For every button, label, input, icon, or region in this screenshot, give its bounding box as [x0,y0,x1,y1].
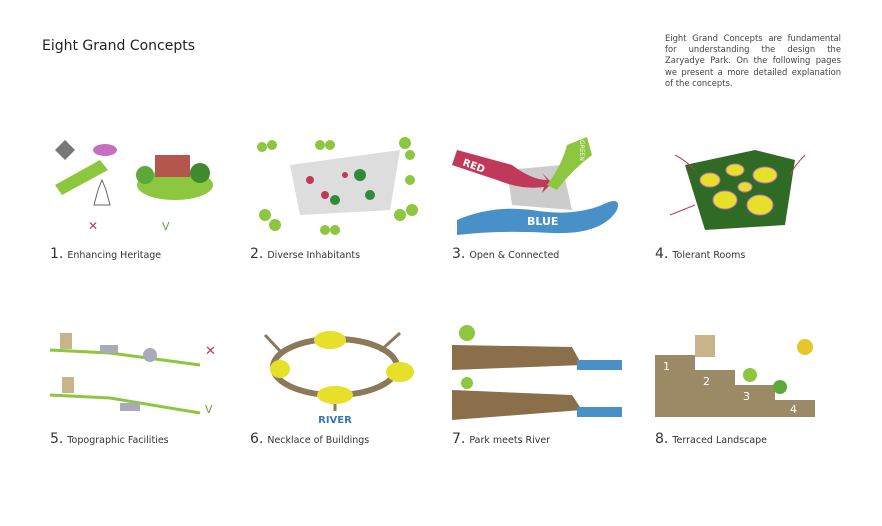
concept-4: 4.Tolerant Rooms [655,135,845,262]
concept-5: ✕ V 5.Topographic Facilities [49,325,240,447]
concept-number: 5. [50,431,64,447]
concept-label: Diverse Inhabitants [267,250,361,261]
concept-label: Tolerant Rooms [672,250,746,261]
terraced-illustration: 1 2 3 4 [655,335,815,417]
cross-mark: ✕ [88,219,98,233]
cross-mark: ✕ [205,344,216,359]
blue-label: BLUE [527,215,558,228]
concept-label: Park meets River [469,435,551,446]
necklace-illustration: RIVER [263,331,414,426]
park-river-illustration [452,325,622,420]
check-mark: V [205,403,213,416]
topographic-illustration: ✕ V [49,333,216,416]
tolerant-rooms-illustration [669,150,806,230]
step-number: 1 [663,360,670,373]
concept-number: 3. [452,246,466,262]
concept-3: RED GREEN BLUE 3.Open & Connected [452,135,642,262]
concept-8: 1 2 3 4 8.Terraced Landscape [655,325,845,447]
step-number: 3 [743,390,750,403]
intro-text: Eight Grand Concepts are fundamental for… [665,33,841,88]
concept-2: 2.Diverse Inhabitants [250,135,440,262]
concept-number: 6. [250,431,264,447]
step-number: 2 [703,375,710,388]
concept-label: Enhancing Heritage [67,250,162,261]
concept-number: 7. [452,431,466,447]
concept-label: Necklace of Buildings [267,435,370,446]
concept-number: 8. [655,431,669,447]
step-number: 4 [790,403,797,416]
concept-number: 1. [50,246,64,262]
heritage-illustration: ✕ V [55,140,213,233]
green-label: GREEN [578,140,585,161]
concept-label: Terraced Landscape [672,435,768,446]
inhabitants-illustration [257,137,418,235]
page-title: Eight Grand Concepts [42,38,196,54]
concept-7: 7.Park meets River [452,325,642,447]
check-mark: V [162,220,170,233]
concept-1: ✕ V 1.Enhancing Heritage [50,135,240,262]
concept-label: Open & Connected [469,250,560,261]
concept-number: 2. [250,246,264,262]
river-label: RIVER [318,415,352,426]
concept-label: Topographic Facilities [67,435,169,446]
open-connected-illustration: RED GREEN BLUE [452,137,618,235]
concept-6: RIVER 6.Necklace of Buildings [250,325,440,447]
concept-number: 4. [655,246,669,262]
